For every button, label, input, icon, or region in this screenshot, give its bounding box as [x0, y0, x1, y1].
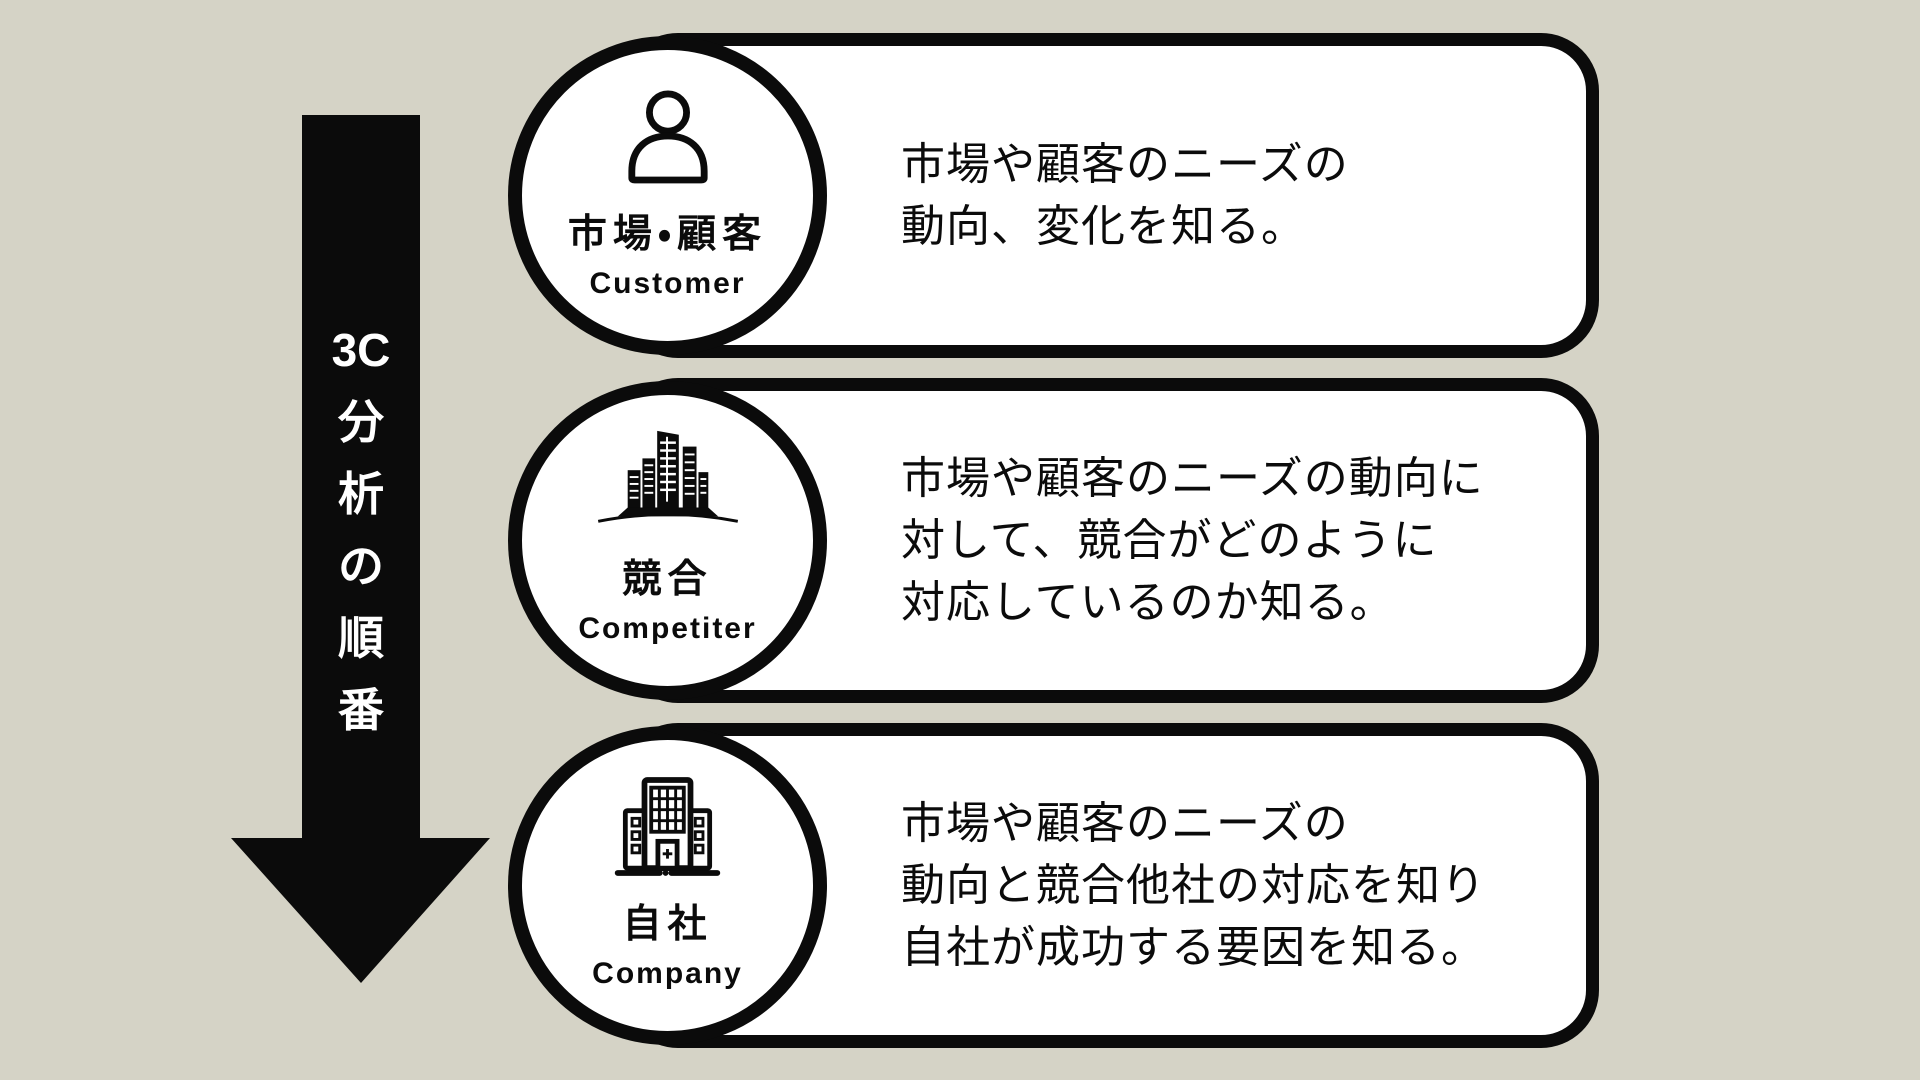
- description-line: 自社が成功する要因を知る。: [901, 922, 1486, 972]
- competitor-circle: 競合 Competiter: [508, 381, 827, 700]
- company-title-jp: 自社: [622, 903, 713, 946]
- person-icon: [624, 80, 712, 192]
- description-line: 対して、競合がどのように: [901, 515, 1438, 565]
- customer-circle: 市場・顧客 Customer: [508, 36, 827, 355]
- arrow-title-char: 3C: [331, 324, 391, 376]
- arrow-title-char: の: [338, 540, 384, 592]
- arrow-vertical-title: 3C 分 析 の 順 番: [302, 314, 420, 746]
- competitor-title-jp: 競合: [622, 558, 713, 601]
- arrow-title-char: 番: [338, 684, 384, 736]
- company-description: 市場や顧客のニーズの 動向と競合他社の対応を知り 自社が成功する要因を知る。: [901, 793, 1486, 979]
- arrow-title-char: 析: [338, 468, 384, 520]
- company-circle: 自社 Company: [508, 726, 827, 1045]
- arrow-title-char: 分: [338, 396, 384, 448]
- description-line: 市場や顧客のニーズの動向に: [901, 453, 1484, 503]
- description-line: 動向と競合他社の対応を知り: [901, 860, 1486, 910]
- competitor-description: 市場や顧客のニーズの動向に 対して、競合がどのように 対応しているのか知る。: [901, 448, 1484, 634]
- customer-title-jp: 市場・顧客: [567, 213, 768, 256]
- competitor-city-icon: [594, 425, 742, 537]
- description-line: 動向、変化を知る。: [901, 201, 1306, 251]
- description-line: 市場や顧客のニーズの: [901, 798, 1349, 848]
- company-building-icon: [610, 770, 725, 882]
- down-arrow-icon: [231, 115, 490, 983]
- description-line: 市場や顧客のニーズの: [901, 139, 1349, 189]
- company-title-en: Company: [592, 957, 743, 990]
- competitor-title-en: Competiter: [578, 612, 757, 645]
- customer-title-en: Customer: [589, 267, 746, 300]
- description-line: 対応しているのか知る。: [901, 577, 1395, 627]
- customer-description: 市場や顧客のニーズの 動向、変化を知る。: [901, 134, 1349, 258]
- arrow-title-char: 順: [338, 612, 384, 664]
